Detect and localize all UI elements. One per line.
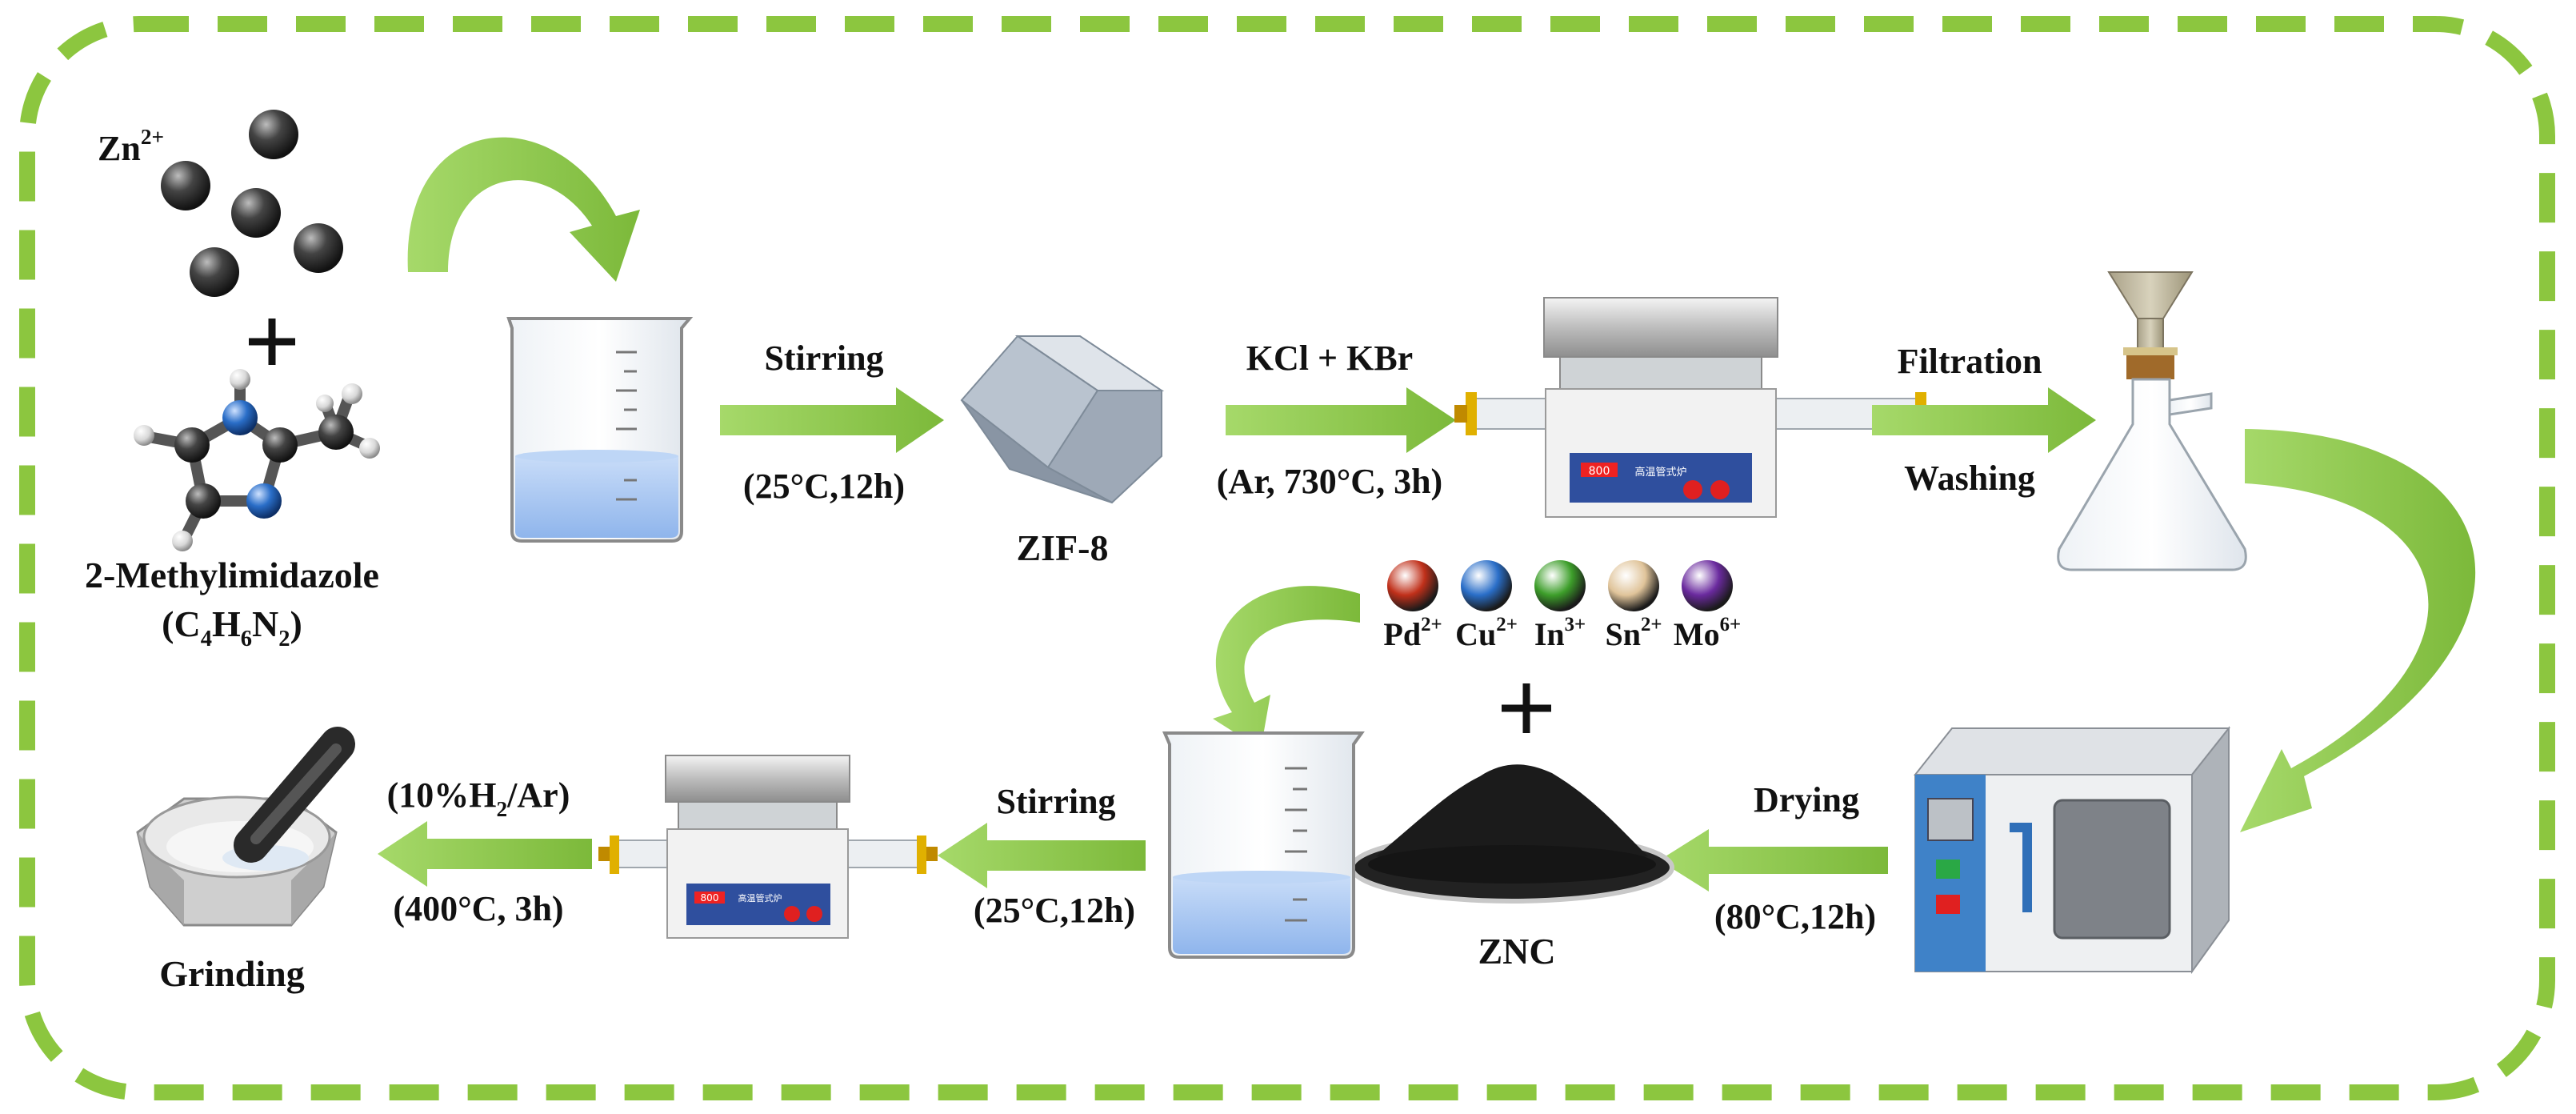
metal-ion-ball-cu <box>1461 560 1512 611</box>
ligand-name-label: 2-Methylimidazole <box>85 555 379 595</box>
beaker-1 <box>506 317 694 543</box>
dashed-border <box>19 16 2555 1100</box>
metal-ion-ball-sn <box>1608 560 1659 611</box>
step3-bottom-label: Washing <box>1904 459 2035 498</box>
step5-bottom-label: (25°C,12h) <box>974 891 1135 930</box>
curved-arrow-right <box>2240 429 2476 832</box>
furnace-2-panel-text: 高温管式炉 <box>738 892 782 904</box>
arrow-filtration <box>1872 387 2096 453</box>
step5-top-label: Stirring <box>996 782 1115 821</box>
ligand-formula-label: (C4H6N2) <box>162 603 302 651</box>
curved-arrow-small <box>1213 586 1360 749</box>
metal-ion-label-mo: Mo6+ <box>1674 614 1741 652</box>
tube-furnace-2: 800 高温管式炉 <box>598 755 938 939</box>
step2-bottom-label: (Ar, 730°C, 3h) <box>1217 462 1442 501</box>
zn-ions <box>161 110 343 297</box>
filtration-flask <box>2057 271 2247 571</box>
zif8-label: ZIF-8 <box>1017 527 1109 568</box>
zn-ion-label: Zn2+ <box>98 125 164 168</box>
furnace-2-display: 800 <box>701 892 719 904</box>
metal-ion-balls <box>1387 560 1733 611</box>
step3-top-label: Filtration <box>1898 342 2042 381</box>
step4-bottom-label: (80°C,12h) <box>1714 897 1876 936</box>
grinding-label: Grinding <box>159 953 305 994</box>
metal-ion-ball-pd <box>1387 560 1438 611</box>
step6-bottom-label: (400°C, 3h) <box>393 889 563 928</box>
metal-ion-label-cu: Cu2+ <box>1455 614 1518 652</box>
step2-top-label: KCl + KBr <box>1246 339 1413 378</box>
plus-icon <box>249 319 295 365</box>
arrow-stirring-2 <box>938 823 1146 888</box>
curved-arrow-top <box>407 137 640 282</box>
arrow-stirring-1 <box>720 387 944 453</box>
mortar-pestle <box>136 727 355 927</box>
furnace-1-display: 800 <box>1589 465 1610 478</box>
plus-icon-metals <box>1502 683 1551 733</box>
metal-ion-ball-mo <box>1682 560 1733 611</box>
beaker-2 <box>1162 731 1365 959</box>
step1-top-label: Stirring <box>764 339 883 378</box>
metal-ion-label-in: In3+ <box>1534 614 1586 652</box>
drying-oven <box>1913 726 2231 975</box>
arrow-reduction <box>378 821 592 887</box>
zif8-crystal <box>960 335 1165 504</box>
step4-top-label: Drying <box>1754 780 1859 819</box>
tube-furnace-1: 800 高温管式炉 <box>1454 297 1938 518</box>
methylimidazole-molecule <box>134 369 380 551</box>
metal-ion-labels: Pd2+ Cu2+ In3+ Sn2+ Mo6+ <box>1383 614 1741 652</box>
step6-top-label: (10%H2/Ar) <box>387 775 570 821</box>
metal-ion-label-sn: Sn2+ <box>1605 614 1662 652</box>
znc-powder <box>1350 764 1674 904</box>
furnace-1-panel-text: 高温管式炉 <box>1634 466 1686 479</box>
arrow-drying <box>1659 829 1888 892</box>
step1-bottom-label: (25°C,12h) <box>743 467 905 506</box>
znc-label: ZNC <box>1478 931 1555 972</box>
metal-ion-ball-in <box>1534 560 1586 611</box>
metal-ion-label-pd: Pd2+ <box>1383 614 1442 652</box>
arrow-carbonization <box>1226 387 1456 453</box>
